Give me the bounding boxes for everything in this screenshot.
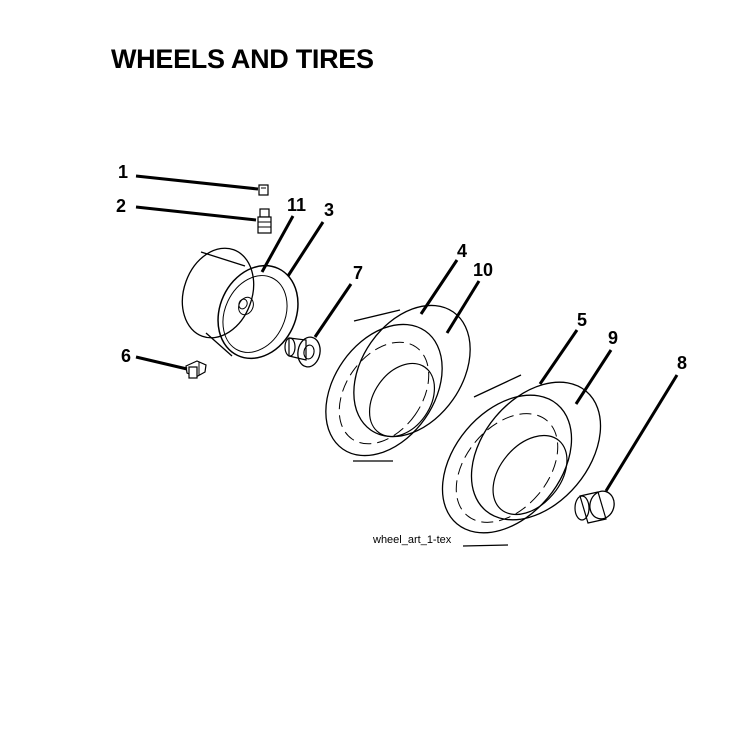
leader-line-3 [286,221,325,277]
callout-label-5: 5 [577,310,587,330]
leader-line-9 [574,349,613,405]
callout-label-7: 7 [353,263,363,283]
callout-label-3: 3 [324,200,334,220]
page-title: WHEELS AND TIRES [111,44,374,74]
leader-line-1 [135,174,259,191]
leader-line-7 [313,283,353,338]
rim-illustration [181,247,299,360]
tire-rear-illustration [441,374,602,547]
bushing-illustration [284,336,321,368]
callout-label-10: 10 [473,260,493,280]
callout-label-8: 8 [677,353,687,373]
leader-line-10 [445,280,481,334]
leader-line-8 [604,374,679,492]
callout-label-6: 6 [121,346,131,366]
leader-lines [135,174,679,492]
callout-labels: 1 2 3 4 5 6 7 8 9 10 11 [116,162,687,373]
callout-label-2: 2 [116,196,126,216]
figure-caption: wheel_art_1-tex [372,534,452,546]
callout-label-11: 11 [287,195,306,215]
grease-fitting-illustration [185,360,207,379]
leader-line-11 [260,215,295,273]
leader-line-4 [419,259,459,315]
callout-label-4: 4 [457,241,467,261]
valve-stem-illustration [257,208,272,234]
callout-label-1: 1 [118,162,128,182]
tire-front-illustration [325,304,471,462]
leader-line-2 [135,205,257,222]
valve-cap-illustration [258,184,269,196]
hub-cap-illustration [574,490,615,524]
leader-line-6 [135,355,188,371]
leader-line-5 [538,329,579,385]
callout-label-9: 9 [608,328,618,348]
